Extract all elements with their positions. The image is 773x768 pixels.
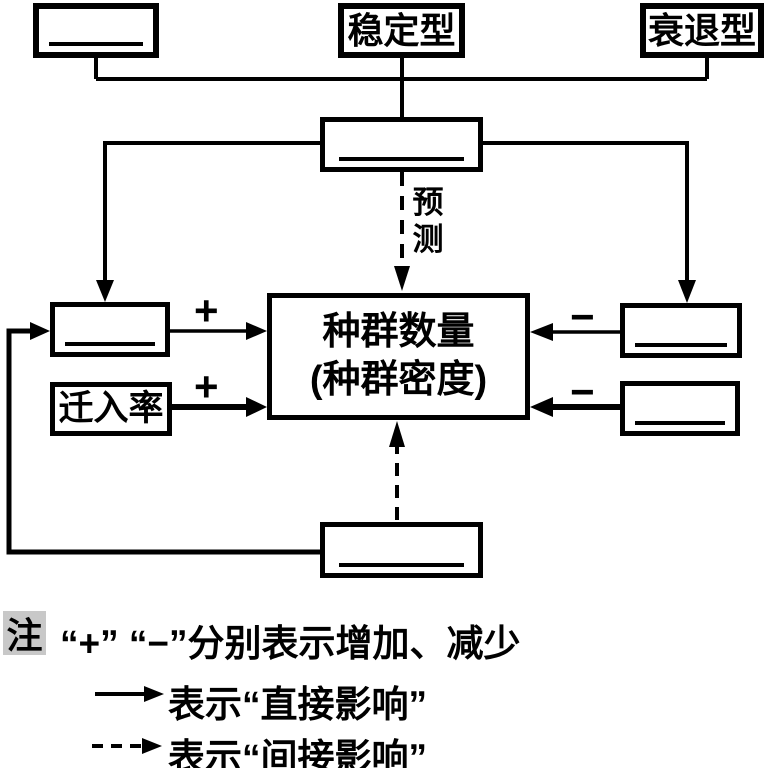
- blank-underline: [635, 343, 727, 347]
- minus-sign-bottom: −: [570, 368, 595, 415]
- blank-underline: [64, 342, 156, 346]
- blank-box-top-left: [33, 3, 159, 58]
- immigration-rate-label: 迁入率: [58, 388, 164, 428]
- declining-type-label: 衰退型: [647, 9, 756, 51]
- stable-type-label: 稳定型: [347, 9, 456, 51]
- note-line1: “+” “−”分别表示增加、减少: [60, 623, 521, 664]
- plus-sign-top: +: [194, 287, 219, 334]
- arrow-right-bottom-to-center: [530, 397, 620, 417]
- blank-box-right-bottom: [620, 381, 740, 436]
- blank-underline: [338, 563, 465, 567]
- note-badge: 注: [3, 611, 46, 656]
- bottom-dashed-arrow: [389, 421, 405, 520]
- top-connector-lines: [94, 57, 709, 117]
- note-line3: 表示“间接影响”: [168, 737, 427, 768]
- box-declining-type: 衰退型: [640, 3, 764, 58]
- plus-sign-bottom: +: [194, 363, 219, 410]
- predict-label: 预测: [412, 185, 444, 257]
- arrow-immigration-to-center: [172, 397, 267, 417]
- arrow-left-top-to-center: [170, 322, 267, 340]
- legend-solid-arrow: [95, 686, 164, 702]
- blank-box-right-top: [620, 303, 742, 358]
- blank-underline: [338, 157, 465, 161]
- population-size-line1: 种群数量: [322, 311, 475, 353]
- box-stable-type: 稳定型: [338, 3, 465, 58]
- box-immigration-rate: 迁入率: [50, 382, 172, 436]
- population-size-line2: (种群密度): [309, 358, 488, 401]
- blank-box-middle: [320, 117, 483, 172]
- minus-sign-top: −: [570, 293, 595, 340]
- arrow-right-top-to-center: [530, 323, 620, 341]
- blank-box-bottom: [320, 522, 483, 578]
- predict-dashed-arrow: [394, 172, 410, 291]
- second-level-connector: [103, 141, 689, 282]
- feedback-loop-line: [6, 322, 320, 555]
- blank-underline: [634, 421, 726, 425]
- note-line2: 表示“直接影响”: [168, 684, 427, 725]
- blank-underline: [49, 42, 143, 46]
- blank-box-left: [50, 302, 170, 357]
- box-population-size: 种群数量 (种群密度): [267, 293, 530, 420]
- legend-dashed-arrow: [92, 738, 162, 754]
- down-arrowheads: [96, 280, 696, 303]
